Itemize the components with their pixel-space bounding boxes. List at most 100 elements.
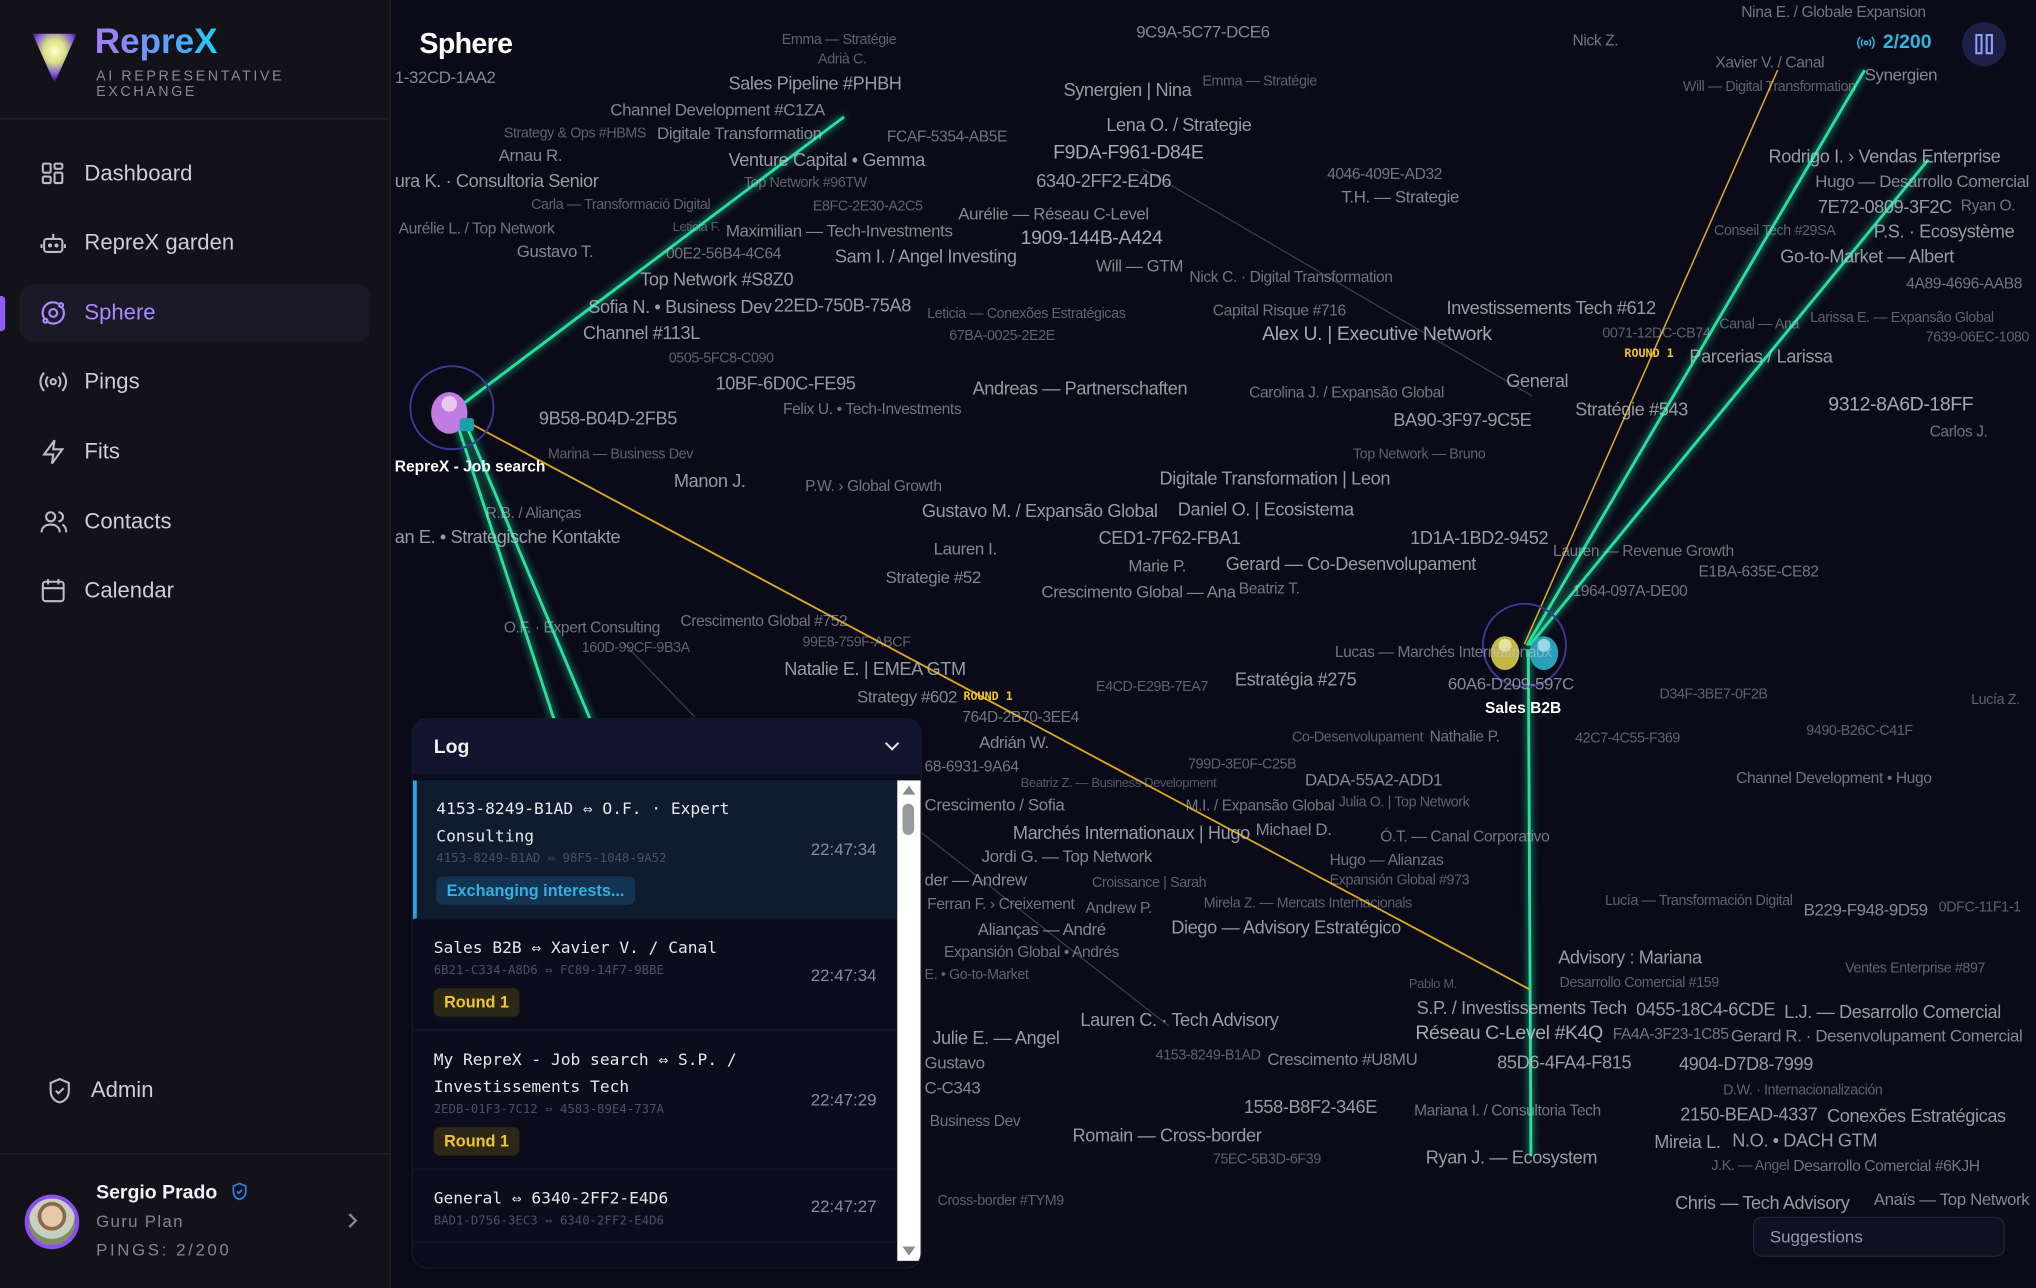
sphere-contact-label[interactable]: Channel #113L (583, 321, 700, 343)
sphere-contact-label[interactable]: Gustavo T. (516, 241, 594, 261)
sphere-contact-label[interactable]: 10BF-6D0C-FE95 (715, 372, 856, 393)
sphere-contact-label[interactable]: Will — GTM (1095, 255, 1183, 276)
sphere-contact-label[interactable]: 9490-B26C-C41F (1806, 722, 1913, 739)
sphere-contact-label[interactable]: 68-6931-9A64 (924, 757, 1019, 776)
sphere-contact-label[interactable]: DADA-55A2-ADD1 (1304, 770, 1443, 790)
sphere-contact-label[interactable]: Xavier V. / Canal (1715, 53, 1825, 72)
sidebar-item-admin[interactable]: Admin (26, 1062, 377, 1119)
sphere-contact-label[interactable]: Diego — Advisory Estratégico (1171, 916, 1401, 937)
sphere-contact-label[interactable]: Crescimento Global — Ana (1041, 581, 1236, 602)
sphere-contact-label[interactable]: Top Network #S8Z0 (640, 268, 794, 289)
sphere-contact-label[interactable]: Jordi G. — Top Network (981, 846, 1153, 867)
sphere-contact-label[interactable]: Michael D. (1255, 819, 1332, 839)
sphere-contact-label[interactable]: M.I. / Expansão Global (1185, 795, 1335, 815)
sphere-contact-label[interactable]: Lena O. / Strategie (1106, 113, 1252, 135)
sphere-contact-label[interactable]: Marchés Internationaux | Hugo (1012, 821, 1250, 843)
sidebar-item-sphere[interactable]: Sphere (19, 284, 371, 342)
log-entry[interactable]: 4153-8249-B1AD ⇔ O.F. · Expert Consultin… (412, 780, 898, 920)
sphere-contact-label[interactable]: Julie E. — Angel (932, 1026, 1060, 1048)
sphere-contact-label[interactable]: J.K. — Angel (1711, 1157, 1790, 1174)
sphere-contact-label[interactable]: FCAF-5354-AB5E (886, 127, 1008, 146)
sphere-contact-label[interactable]: Leticia F. (672, 220, 721, 236)
sphere-contact-label[interactable]: D.W. · Internacionalización (1723, 1082, 1883, 1098)
sphere-contact-label[interactable]: Synergien (1864, 64, 1938, 85)
sphere-contact-label[interactable]: Ó.T. — Canal Corporativo (1380, 827, 1550, 846)
sphere-contact-label[interactable]: 2150-BEAD-4337 (1680, 1103, 1818, 1124)
sphere-contact-label[interactable]: 1964-097A-DE00 (1572, 581, 1688, 600)
sphere-contact-label[interactable]: der — Andrew (924, 869, 1028, 890)
sphere-contact-label[interactable]: Venture Capital • Gemma (728, 148, 925, 170)
sphere-contact-label[interactable]: Crescimento Global #752 (680, 611, 848, 630)
sphere-contact-label[interactable]: Aurélie — Réseau C-Level (958, 203, 1149, 224)
sphere-contact-label[interactable]: Julia O. | Top Network (1338, 794, 1470, 810)
sphere-contact-label[interactable]: O.F. · Expert Consulting (503, 618, 660, 637)
sphere-contact-label[interactable]: ura K. · Consultoria Senior (394, 169, 599, 191)
sphere-contact-label[interactable]: 85D6-4FA4-F815 (1497, 1051, 1632, 1072)
sphere-contact-label[interactable]: Mariana I. / Consultoria Tech (1414, 1101, 1601, 1120)
sphere-contact-label[interactable]: Lauren I. (933, 538, 998, 559)
sphere-contact-label[interactable]: 99E8-759F-ABCF (802, 634, 911, 650)
sphere-contact-label[interactable]: Adrián W. (979, 732, 1049, 752)
sphere-contact-label[interactable]: Romain — Cross-border (1072, 1123, 1262, 1145)
sphere-contact-label[interactable]: Nick Z. (1572, 31, 1619, 50)
sphere-contact-label[interactable]: Ferran F. › Creixement (927, 894, 1075, 913)
sphere-contact-label[interactable]: Marina — Business Dev (547, 446, 693, 462)
sphere-contact-label[interactable]: N.O. • DACH GTM (1732, 1129, 1878, 1150)
sphere-contact-label[interactable]: Réseau C-Level #K4Q (1415, 1021, 1603, 1044)
sphere-contact-label[interactable]: Chris — Tech Advisory (1675, 1191, 1850, 1213)
sphere-contact-label[interactable]: Arnau R. (498, 145, 563, 165)
sphere-contact-label[interactable]: D34F-3BE7-0F2B (1659, 686, 1768, 702)
sphere-contact-label[interactable]: Carla — Transformació Digital (531, 196, 711, 213)
sphere-contact-label[interactable]: Conseil Tech #29SA (1714, 222, 1836, 239)
sphere-contact-label[interactable]: Gustavo M. / Expansão Global (921, 499, 1158, 521)
sphere-contact-label[interactable]: Felix U. • Tech-Investments (782, 399, 962, 419)
sidebar-item-dashboard[interactable]: Dashboard (19, 145, 370, 202)
sphere-contact-label[interactable]: P.S. · Ecosystème (1873, 220, 2015, 241)
sphere-contact-label[interactable]: 0DFC-11F1-1 (1938, 899, 2021, 915)
sphere-contact-label[interactable]: Croissance | Sarah (1092, 874, 1207, 891)
sphere-contact-label[interactable]: Nathalie P. (1429, 727, 1500, 746)
sphere-contact-label[interactable]: 160D-99CF-9B3A (581, 639, 690, 656)
sphere-contact-label[interactable]: Crescimento / Sofia (924, 794, 1065, 815)
sphere-contact-label[interactable]: Anaïs — Top Network (1873, 1189, 2030, 1209)
sphere-contact-label[interactable]: S.P. / Investissements Tech (1416, 996, 1628, 1018)
sphere-contact-label[interactable]: Emma — Stratégie (1202, 73, 1317, 89)
sphere-contact-label[interactable]: 60A6-D209-597C (1447, 673, 1574, 694)
sphere-contact-label[interactable]: Sales Pipeline #PHBH (728, 72, 902, 93)
sphere-contact-label[interactable]: 799D-3E0F-C25B (1188, 756, 1297, 772)
pause-button[interactable] (1962, 22, 2007, 67)
sphere-contact-label[interactable]: E4CD-E29B-7EA7 (1095, 678, 1208, 695)
sphere-contact-label[interactable]: Lauren — Revenue Growth (1553, 541, 1734, 560)
sphere-contact-label[interactable]: General (1506, 369, 1569, 391)
sphere-contact-label[interactable]: Carolina J. / Expansão Global (1249, 383, 1445, 402)
sphere-contact-label[interactable]: E8FC-2E30-A2C5 (812, 198, 923, 214)
log-entry[interactable]: My RepreX - Job search ⇔ S.P. / Investis… (412, 1031, 898, 1170)
sphere-contact-label[interactable]: Gustavo (924, 1053, 986, 1073)
sphere-contact-label[interactable]: E. • Go-to-Market (924, 966, 1029, 983)
sphere-contact-label[interactable]: Digitale Transformation | Leon (1159, 466, 1391, 488)
log-header[interactable]: Log (412, 719, 921, 774)
scroll-thumb[interactable] (902, 803, 915, 835)
log-scrollbar[interactable] (897, 780, 921, 1261)
sphere-contact-label[interactable]: Strategie #52 (885, 567, 982, 587)
sphere-contact-label[interactable]: Andrew P. (1085, 898, 1153, 917)
sphere-contact-label[interactable]: 1558-B8F2-346E (1243, 1095, 1377, 1117)
sphere-contact-label[interactable]: 75EC-5B3D-6F39 (1212, 1151, 1321, 1167)
log-entry[interactable]: Sales B2B ⇔ Xavier V. / Canal 6B21-C334-… (412, 919, 898, 1032)
scroll-up-icon[interactable] (902, 785, 916, 795)
sphere-contact-label[interactable]: 4A89-4696-AAB8 (1906, 273, 2023, 293)
sphere-contact-label[interactable]: Beatriz T. (1238, 579, 1300, 598)
sidebar-item-reprex-garden[interactable]: RepreX garden (19, 214, 370, 271)
sphere-contact-label[interactable]: Expansión Global • Andrés (944, 942, 1120, 961)
sphere-contact-label[interactable]: Maximilian — Tech-Investments (725, 220, 953, 241)
sphere-contact-label[interactable]: Sofia N. • Business Dev (588, 295, 772, 317)
sphere-contact-label[interactable]: Canal — Ana (1719, 316, 1800, 332)
suggestions-input[interactable]: Suggestions (1752, 1216, 2005, 1257)
sphere-contact-label[interactable]: Leticia — Conexões Estratégicas (927, 305, 1126, 322)
sphere-contact-label[interactable]: Investissements Tech #612 (1446, 296, 1657, 318)
sphere-contact-label[interactable]: 9B58-B04D-2FB5 (538, 407, 677, 428)
sphere-contact-label[interactable]: Hugo — Alianzas (1329, 850, 1444, 869)
sphere-contact-label[interactable]: Natalie E. | EMEA GTM (784, 657, 966, 679)
